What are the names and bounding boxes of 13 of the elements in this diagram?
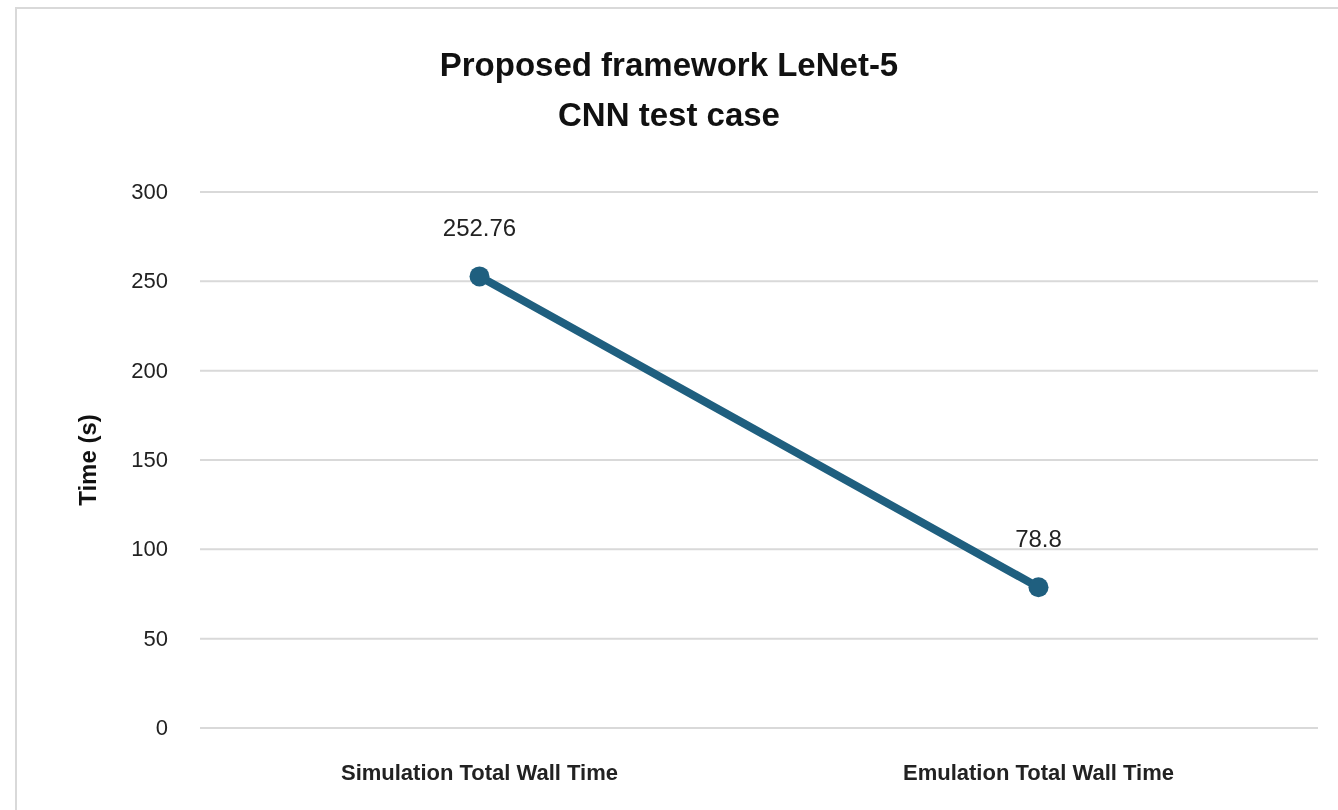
tick-label: 150 — [131, 447, 168, 473]
tick-label: 0 — [155, 715, 168, 741]
tick-label: 300 — [131, 179, 168, 205]
tick-label: 250 — [131, 268, 168, 295]
axis-title: Time (s) — [74, 414, 102, 506]
chart-title: Proposed framework LeNet-5 CNN test case — [438, 45, 900, 135]
category-label: Simulation Total Wall Time — [340, 760, 619, 786]
tick-label: 200 — [131, 357, 168, 384]
category-label: Emulation Total Wall Time — [903, 760, 1174, 786]
tick-label: 50 — [143, 625, 168, 652]
data-label: 252.76 — [442, 214, 517, 243]
tick-label: 100 — [131, 536, 168, 563]
data-label: 78.8 — [1015, 525, 1062, 554]
